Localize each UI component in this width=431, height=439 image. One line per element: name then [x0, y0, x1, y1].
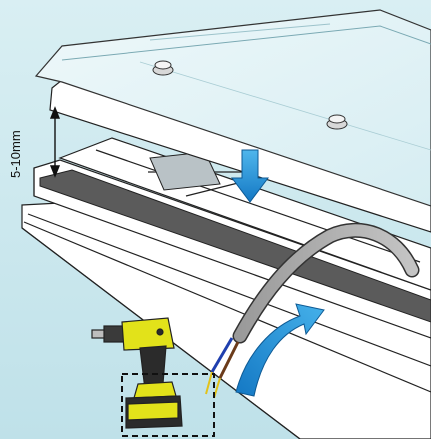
battery-highlight-box	[121, 373, 215, 437]
screw-left	[152, 60, 174, 76]
down-arrow-icon	[231, 149, 269, 203]
cordless-drill-icon	[91, 317, 183, 429]
gasket-strip	[39, 169, 431, 323]
dimension-label: 5-10mm	[8, 130, 23, 178]
screw-right	[326, 114, 348, 130]
dimension-arrow-icon	[49, 106, 61, 178]
glass-panel	[34, 9, 431, 207]
curved-arrow-icon	[235, 303, 325, 397]
